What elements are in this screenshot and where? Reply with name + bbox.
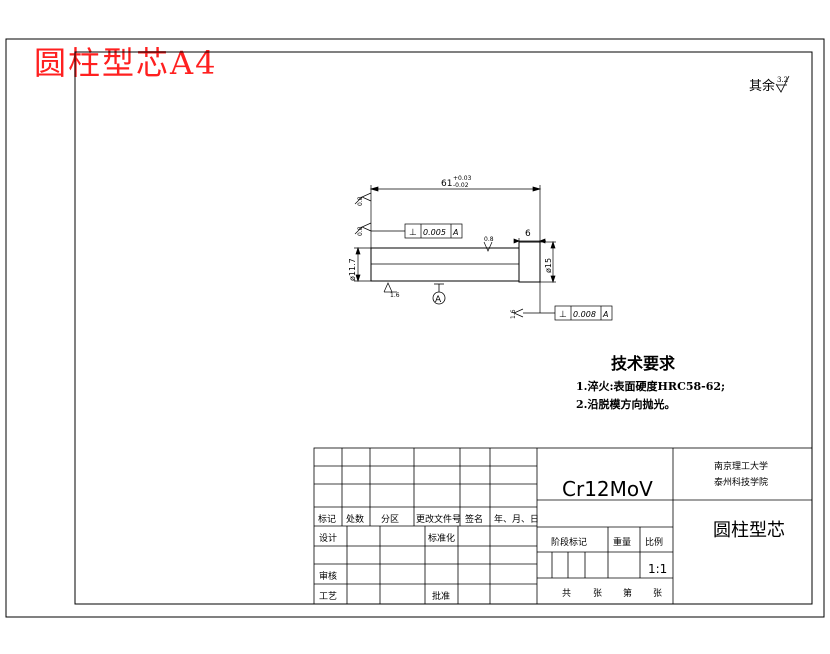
- roughness-bottom-icon: [383, 282, 397, 293]
- roughness-centre-icon: [483, 241, 493, 252]
- datum-label: A: [435, 295, 442, 305]
- tb-scale-label: 比例: [645, 536, 663, 548]
- surface-note-label: 其余: [749, 78, 775, 94]
- note-item-1: 1.淬火:表面硬度HRC58-62;: [576, 379, 725, 393]
- roughness-top-icon: [354, 192, 372, 205]
- surface-note-value: 3.2: [777, 76, 788, 84]
- length-dimension: [369, 185, 542, 248]
- tb-stage-mark: 阶段标记: [551, 536, 587, 548]
- tb-process: 工艺: [319, 591, 337, 602]
- notes-title: 技术要求: [611, 354, 676, 373]
- part-outline: [370, 241, 541, 283]
- right-diameter-dimension: [540, 240, 556, 284]
- roughness-right-value: 0.8: [484, 236, 494, 243]
- tb-school-line1: 南京理工大学: [714, 460, 768, 472]
- left-diameter-value: ø11.7: [348, 258, 357, 281]
- roughness-bottom-value: 1.6: [390, 292, 400, 299]
- length-tol-upper: +0.03: [453, 175, 472, 182]
- tb-weight: 重量: [613, 536, 631, 548]
- tb-header-zone: 分区: [381, 514, 399, 525]
- tb-approve: 批准: [432, 590, 450, 602]
- gtol-bottom-symbol: ⊥: [559, 310, 567, 320]
- tb-header-mark: 标记: [318, 513, 336, 525]
- gtol-top-value: 0.005: [423, 228, 446, 237]
- title-block-grid: [313, 447, 813, 605]
- tb-standardize: 标准化: [428, 532, 455, 544]
- tb-header-date: 年、月、日: [494, 513, 539, 525]
- gtol-bottom-datum: A: [602, 310, 608, 319]
- gtol-top-symbol: ⊥: [409, 228, 417, 238]
- datum-symbol-icon: [432, 283, 446, 305]
- step-dimension: [513, 238, 546, 248]
- roughness-top-value: 0.8: [357, 196, 364, 206]
- tb-scale-value: 1:1: [648, 562, 667, 576]
- left-diameter-dimension: [354, 246, 371, 283]
- tb-review: 审核: [319, 570, 337, 582]
- gtol-frame-top: [404, 223, 463, 239]
- tb-page-unit: 张: [653, 588, 662, 599]
- step-dim-value: 6: [525, 229, 531, 239]
- drawing-title-stamp: 圆柱型芯A4: [34, 44, 218, 82]
- note-item-2: 2.沿脱模方向抛光。: [576, 397, 675, 411]
- outer-frame: [5, 38, 825, 618]
- roughness-mid-value: 0.8: [357, 226, 364, 236]
- tb-header-change-doc: 更改文件号: [416, 513, 461, 525]
- tb-header-count: 处数: [346, 513, 364, 525]
- tb-header-sign: 签名: [465, 513, 483, 525]
- gtol-frame-bottom: [513, 282, 613, 321]
- tb-page: 第: [623, 587, 632, 599]
- tb-design: 设计: [319, 532, 337, 544]
- tb-total: 共: [562, 588, 571, 599]
- tb-material: Cr12MoV: [562, 477, 653, 501]
- length-dim-value: 61: [441, 179, 452, 189]
- roughness-mid-icon: [354, 222, 405, 235]
- gtol-bottom-value: 0.008: [573, 310, 596, 319]
- length-tol-lower: -0.02: [453, 182, 469, 189]
- roughness-symbol-icon: [775, 75, 790, 93]
- right-diameter-value: ø15: [544, 258, 553, 273]
- tb-sheet-unit: 张: [593, 588, 602, 599]
- tb-school-line2: 泰州科技学院: [714, 476, 768, 488]
- tb-part-name: 圆柱型芯: [713, 520, 785, 541]
- roughness-bottom-right-value: 1.6: [510, 309, 517, 319]
- gtol-top-datum: A: [452, 228, 458, 237]
